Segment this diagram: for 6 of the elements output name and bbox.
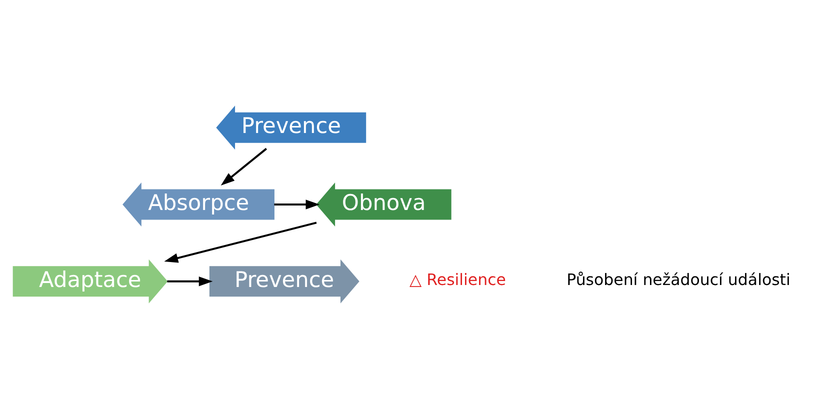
arrow bbox=[220, 148, 267, 186]
arrow bbox=[164, 222, 317, 263]
arrow bbox=[274, 200, 320, 210]
label: △ Resilience bbox=[410, 270, 506, 290]
arrow bbox=[167, 276, 213, 286]
label: Působení nežádoucí události bbox=[566, 270, 790, 290]
